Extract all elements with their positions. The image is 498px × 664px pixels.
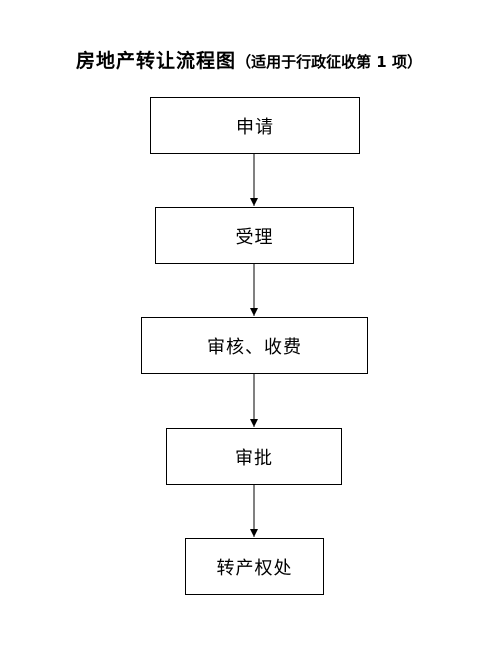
step-box-transfer-property-office: 转产权处 (185, 538, 324, 595)
step-label: 转产权处 (216, 557, 293, 579)
step-label: 审批 (235, 447, 273, 469)
step-box-approve: 审批 (166, 428, 342, 485)
step-label: 审核、收费 (207, 336, 302, 358)
diagram-title: 房地产转让流程图（适用于行政征收第 1 项） (0, 46, 498, 73)
step-label: 受理 (235, 226, 274, 248)
step-box-review-fee: 审核、收费 (141, 317, 368, 374)
diagram-title-subtitle: （适用于行政征收第 1 项） (236, 53, 422, 71)
step-box-accept: 受理 (155, 207, 354, 264)
step-label: 申请 (236, 116, 274, 138)
diagram-title-main: 房地产转让流程图 (76, 50, 237, 72)
step-box-apply: 申请 (150, 97, 360, 154)
